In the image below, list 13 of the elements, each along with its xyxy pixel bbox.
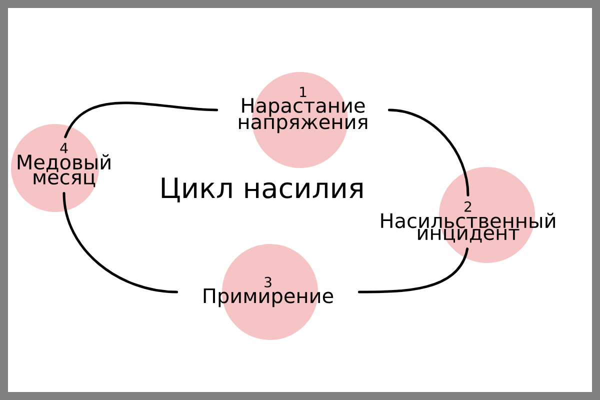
step-label: Примирение — [204, 288, 334, 308]
title: Цикл насилия — [162, 178, 362, 202]
step-number: 4 — [60, 142, 68, 154]
step-number: 1 — [300, 86, 306, 98]
step-number: 2 — [464, 201, 472, 212]
step-label: Насильственный инцидент — [381, 212, 555, 243]
curved-line — [62, 192, 178, 294]
step-label: Медовый месяц — [18, 154, 110, 188]
step-number: 3 — [264, 276, 272, 288]
curved-line — [64, 102, 218, 138]
step-label: Нарастание напряжения — [239, 98, 368, 134]
curved-line — [358, 248, 469, 294]
curved-line — [388, 108, 470, 196]
